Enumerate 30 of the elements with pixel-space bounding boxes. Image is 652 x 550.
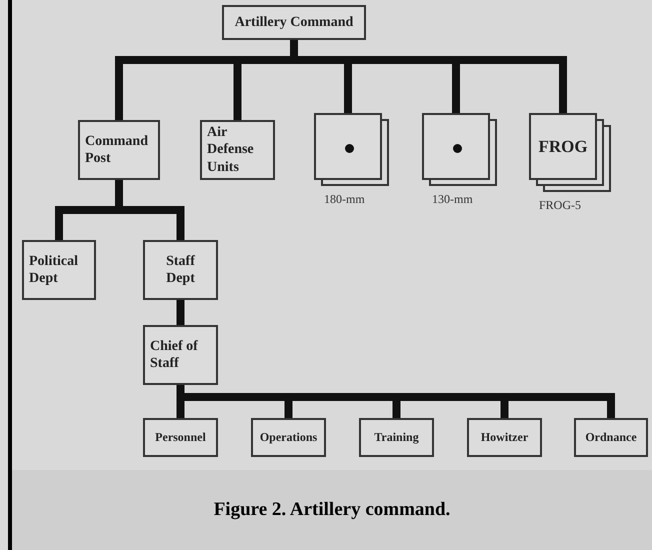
org-box (314, 113, 382, 180)
box-label: FROG (538, 136, 588, 158)
box-label: Air Defense Units (207, 124, 255, 176)
org-box (143, 325, 218, 385)
org-box (78, 120, 160, 180)
box-label: Chief of Staff (150, 338, 199, 372)
caliber-label: 130-mm (432, 191, 473, 208)
org-box (251, 418, 326, 457)
org-box (200, 120, 275, 180)
org-box (359, 418, 434, 457)
caliber-label: FROG-5 (539, 197, 582, 214)
box-label: Operations (260, 430, 318, 445)
box-label: Command Post (85, 132, 150, 168)
org-box (529, 113, 597, 180)
caliber-label: 180-mm (324, 191, 365, 208)
org-box (467, 418, 542, 457)
org-box (574, 418, 648, 457)
box-label: Political Dept (29, 252, 79, 288)
org-box (143, 240, 218, 300)
box-label: Artillery Command (234, 14, 354, 32)
org-box (143, 418, 218, 457)
box-label: Personnel (155, 430, 206, 445)
box-label: Training (374, 430, 419, 445)
org-box (22, 240, 96, 300)
box-label: Howitzer (480, 430, 528, 445)
org-box (422, 113, 490, 180)
box-label: Ordnance (585, 430, 637, 445)
box-label: Staff Dept (165, 252, 196, 288)
figure-caption: Figure 2. Artillery command. (214, 498, 450, 522)
org-box (222, 5, 366, 40)
